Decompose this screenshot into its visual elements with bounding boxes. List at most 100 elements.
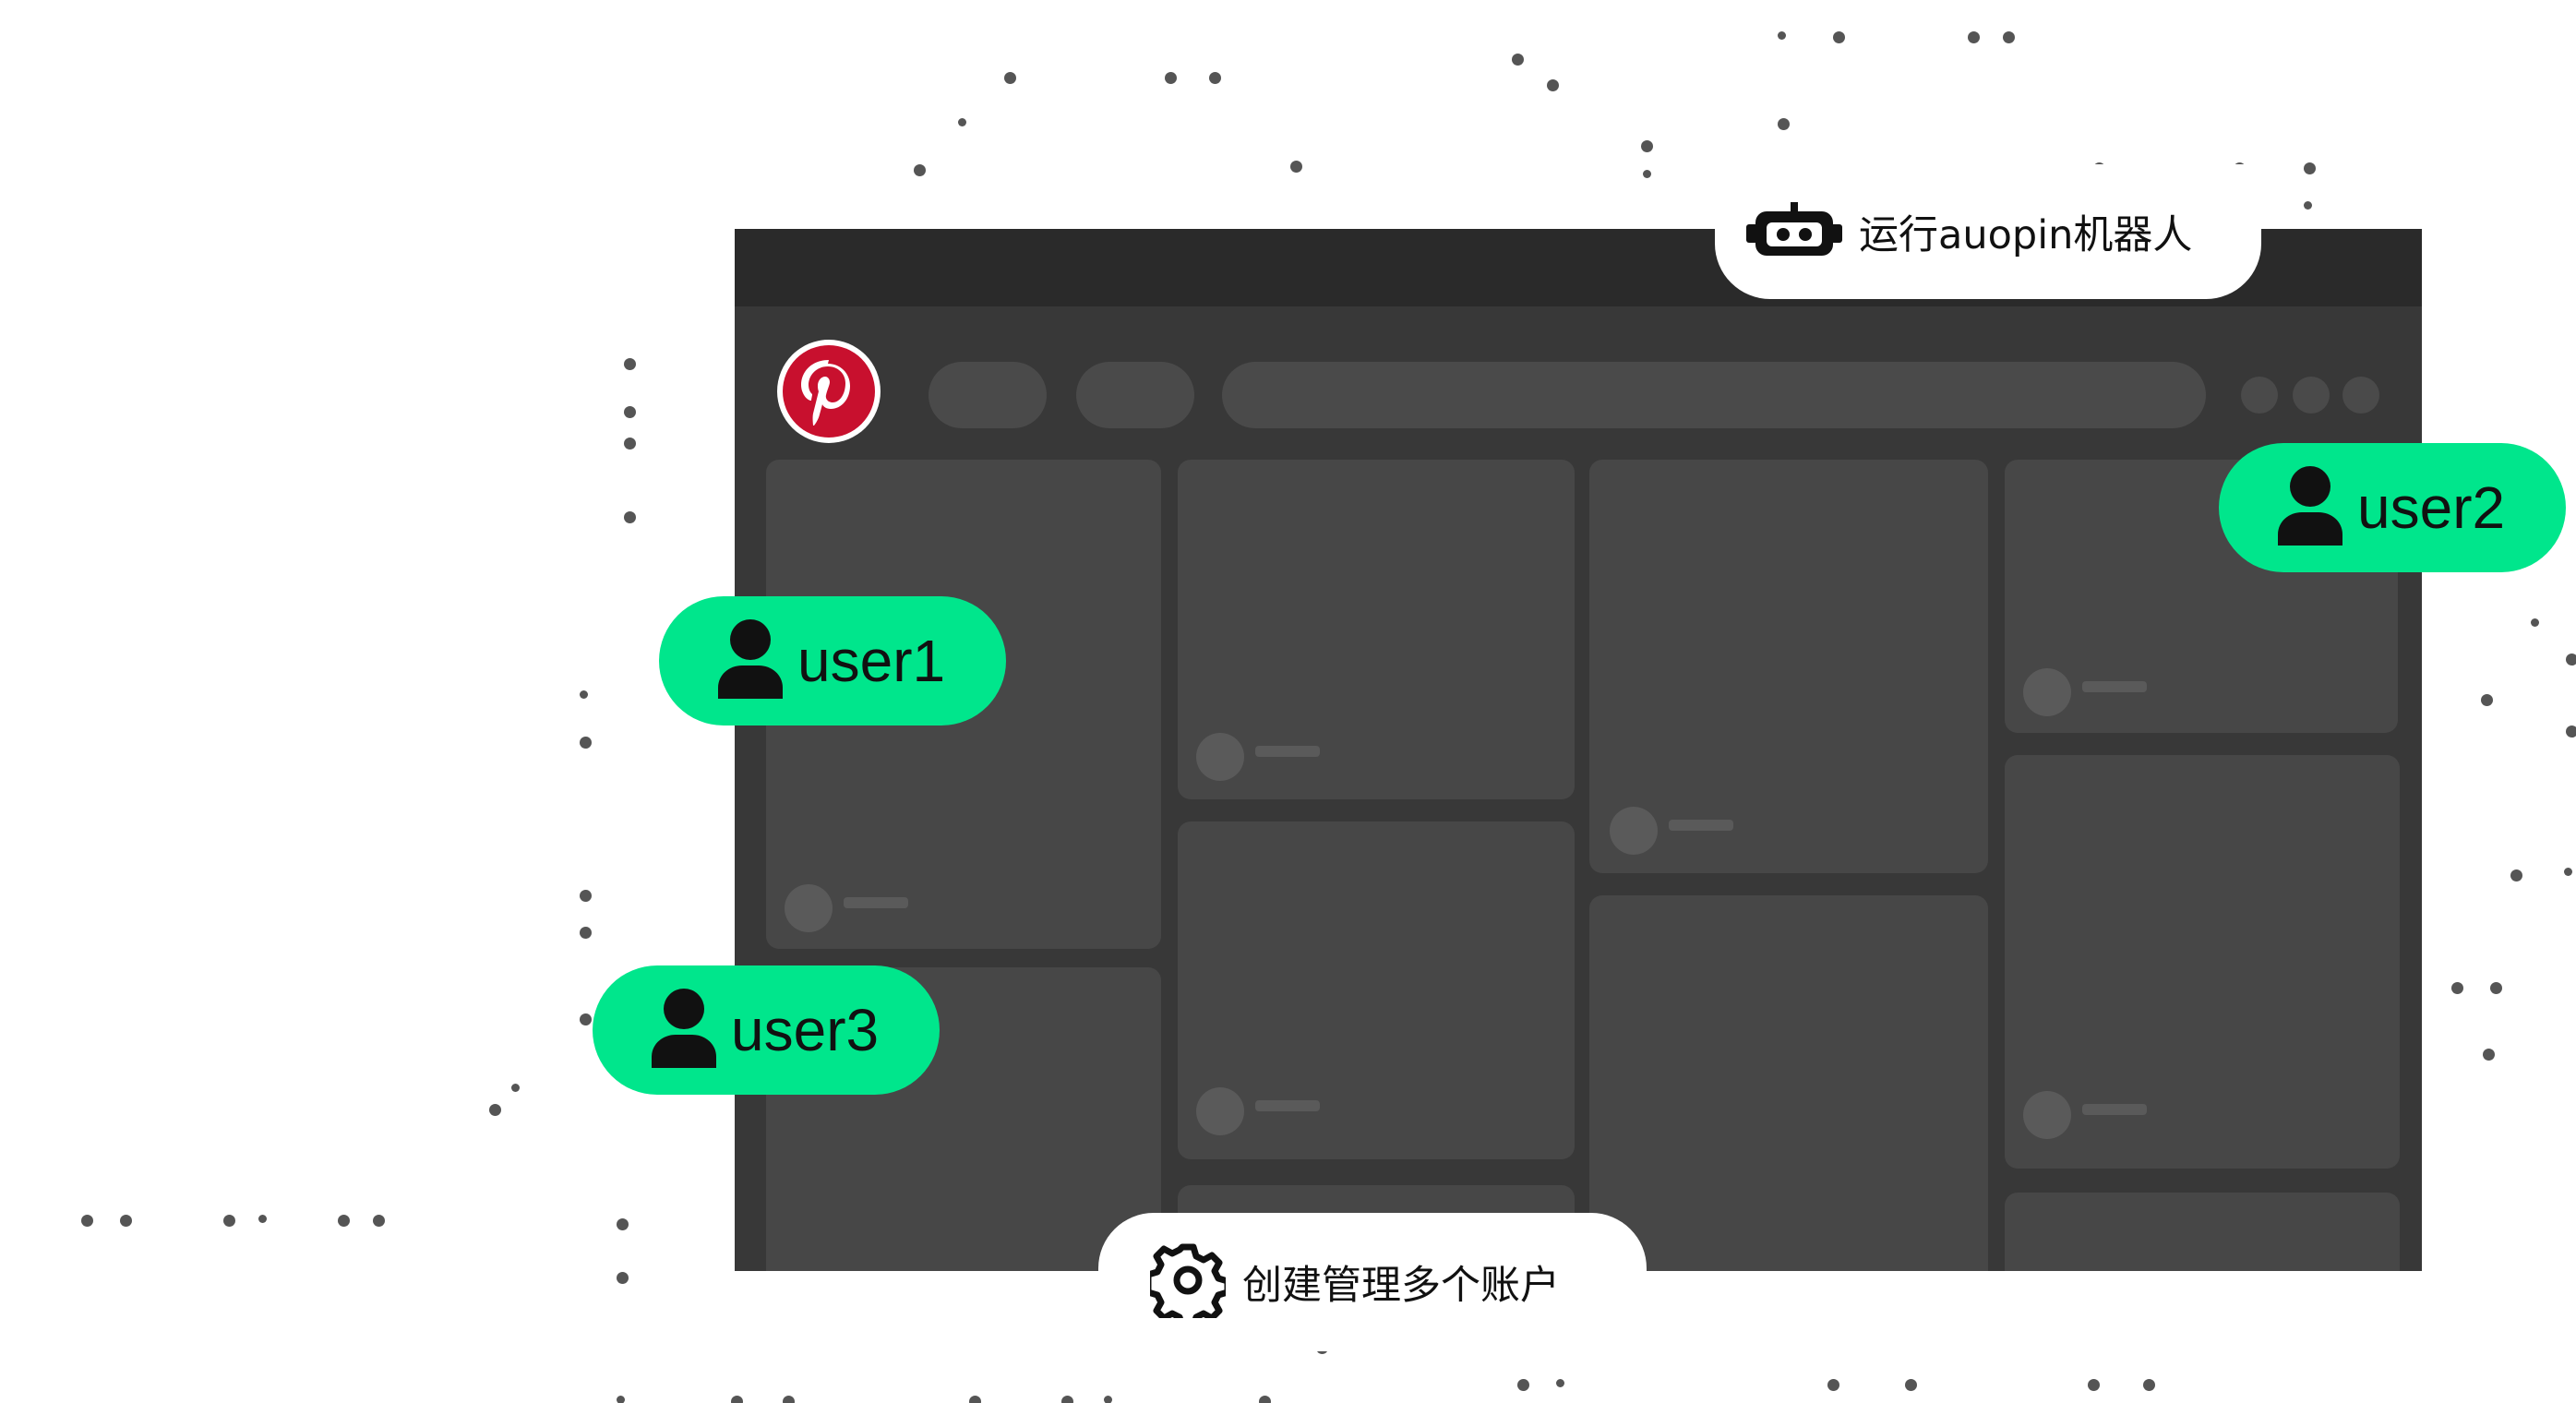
pin-card[interactable] [1589, 895, 1988, 1271]
decorative-dot [1547, 79, 1559, 91]
pin-author-name-placeholder [2082, 681, 2147, 692]
decorative-dot [1641, 140, 1653, 152]
pin-author-name-placeholder [1255, 746, 1320, 757]
decorative-dot [580, 690, 588, 699]
pin-card[interactable] [1589, 460, 1988, 873]
pinterest-logo[interactable] [777, 340, 881, 443]
header-button-1[interactable] [2241, 377, 2278, 414]
decorative-dot [1004, 72, 1016, 84]
decorative-dot [2003, 31, 2015, 43]
decorative-dot [2304, 162, 2316, 174]
user-badge-user1[interactable]: user1 [659, 596, 1006, 725]
decorative-dot [969, 1396, 981, 1403]
decorative-dot [1061, 1396, 1073, 1403]
decorative-dot [914, 164, 926, 176]
pin-author-avatar [1196, 733, 1244, 781]
decorative-dot [81, 1215, 93, 1227]
decorative-dot [2483, 1049, 2495, 1061]
decorative-dot [2451, 982, 2463, 994]
decorative-dot [1833, 31, 1845, 43]
decorative-dot [958, 118, 966, 126]
decorative-dot [2566, 725, 2576, 737]
pin-card[interactable] [2005, 1193, 2400, 1271]
decorative-dot [373, 1215, 385, 1227]
pin-card[interactable] [2005, 755, 2400, 1169]
pin-author-name-placeholder [1255, 1100, 1320, 1111]
decorative-dot [783, 1396, 795, 1403]
decorative-dot [1778, 31, 1786, 40]
decorative-dot [1290, 161, 1302, 173]
pin-card[interactable] [1178, 460, 1575, 799]
decorative-dot [1165, 72, 1177, 84]
pin-author-name-placeholder [2082, 1104, 2147, 1115]
decorative-dot [2566, 654, 2576, 666]
decorative-dot [2510, 869, 2522, 881]
decorative-dot [258, 1215, 267, 1223]
gear-icon [1144, 1242, 1231, 1330]
decorative-dot [1643, 170, 1651, 178]
pin-author-name-placeholder [844, 897, 908, 908]
user-icon [648, 989, 720, 1072]
decorative-dot [223, 1215, 235, 1227]
decorative-dot [2564, 868, 2572, 876]
pin-author-avatar [1196, 1087, 1244, 1135]
pin-author-avatar [2023, 668, 2071, 716]
decorative-dot [1517, 1379, 1529, 1391]
decorative-dot [120, 1215, 132, 1227]
run-bot-callout: 运行auopin机器人 [1715, 164, 2261, 299]
decorative-dot [1778, 118, 1790, 130]
decorative-dot [338, 1215, 350, 1227]
decorative-dot [2304, 201, 2312, 210]
user-label: user1 [797, 628, 946, 694]
pin-author-avatar [785, 884, 833, 932]
decorative-dot [1905, 1379, 1917, 1391]
decorative-dot [2143, 1379, 2155, 1391]
decorative-dot [617, 1272, 629, 1284]
decorative-dot [624, 511, 636, 523]
decorative-dot [1512, 54, 1524, 66]
decorative-dot [1209, 72, 1221, 84]
user-icon [2274, 466, 2346, 549]
nav-pill-2[interactable] [1076, 362, 1194, 428]
browser-window [735, 229, 2422, 1271]
user-label: user3 [731, 997, 880, 1063]
user-badge-user2[interactable]: user2 [2219, 443, 2566, 572]
pin-card[interactable] [1178, 821, 1575, 1159]
decorative-dot [580, 1013, 592, 1025]
decorative-dot [511, 1084, 520, 1092]
run-bot-label: 运行auopin机器人 [1859, 212, 2193, 258]
decorative-dot [617, 1396, 625, 1403]
decorative-dot [489, 1104, 501, 1116]
pin-author-avatar [1610, 807, 1658, 855]
user-label: user2 [2357, 474, 2506, 541]
manage-accounts-label: 创建管理多个账户 [1242, 1263, 1560, 1309]
decorative-dot [580, 890, 592, 902]
decorative-dot [731, 1396, 743, 1403]
decorative-dot [580, 927, 592, 939]
decorative-dot [624, 358, 636, 370]
decorative-dot [624, 406, 636, 418]
user-icon [714, 619, 786, 702]
decorative-dot [624, 438, 636, 450]
decorative-dot [2490, 982, 2502, 994]
pin-author-avatar [2023, 1091, 2071, 1139]
decorative-dot [1968, 31, 1980, 43]
nav-pill-1[interactable] [929, 362, 1047, 428]
header-button-2[interactable] [2293, 377, 2330, 414]
manage-accounts-callout: 创建管理多个账户 [1098, 1213, 1647, 1351]
decorative-dot [1827, 1379, 1839, 1391]
decorative-dot [1259, 1396, 1271, 1403]
decorative-dot [2088, 1379, 2100, 1391]
user-badge-user3[interactable]: user3 [593, 965, 940, 1095]
decorative-dot [1104, 1396, 1112, 1403]
search-bar[interactable] [1222, 362, 2206, 428]
decorative-dot [2531, 618, 2539, 627]
decorative-dot [580, 737, 592, 749]
decorative-dot [2481, 694, 2493, 706]
header-button-3[interactable] [2342, 377, 2379, 414]
decorative-dot [1556, 1379, 1564, 1387]
pin-author-name-placeholder [1669, 820, 1733, 831]
decorative-dot [617, 1218, 629, 1230]
robot-icon [1746, 202, 1842, 261]
